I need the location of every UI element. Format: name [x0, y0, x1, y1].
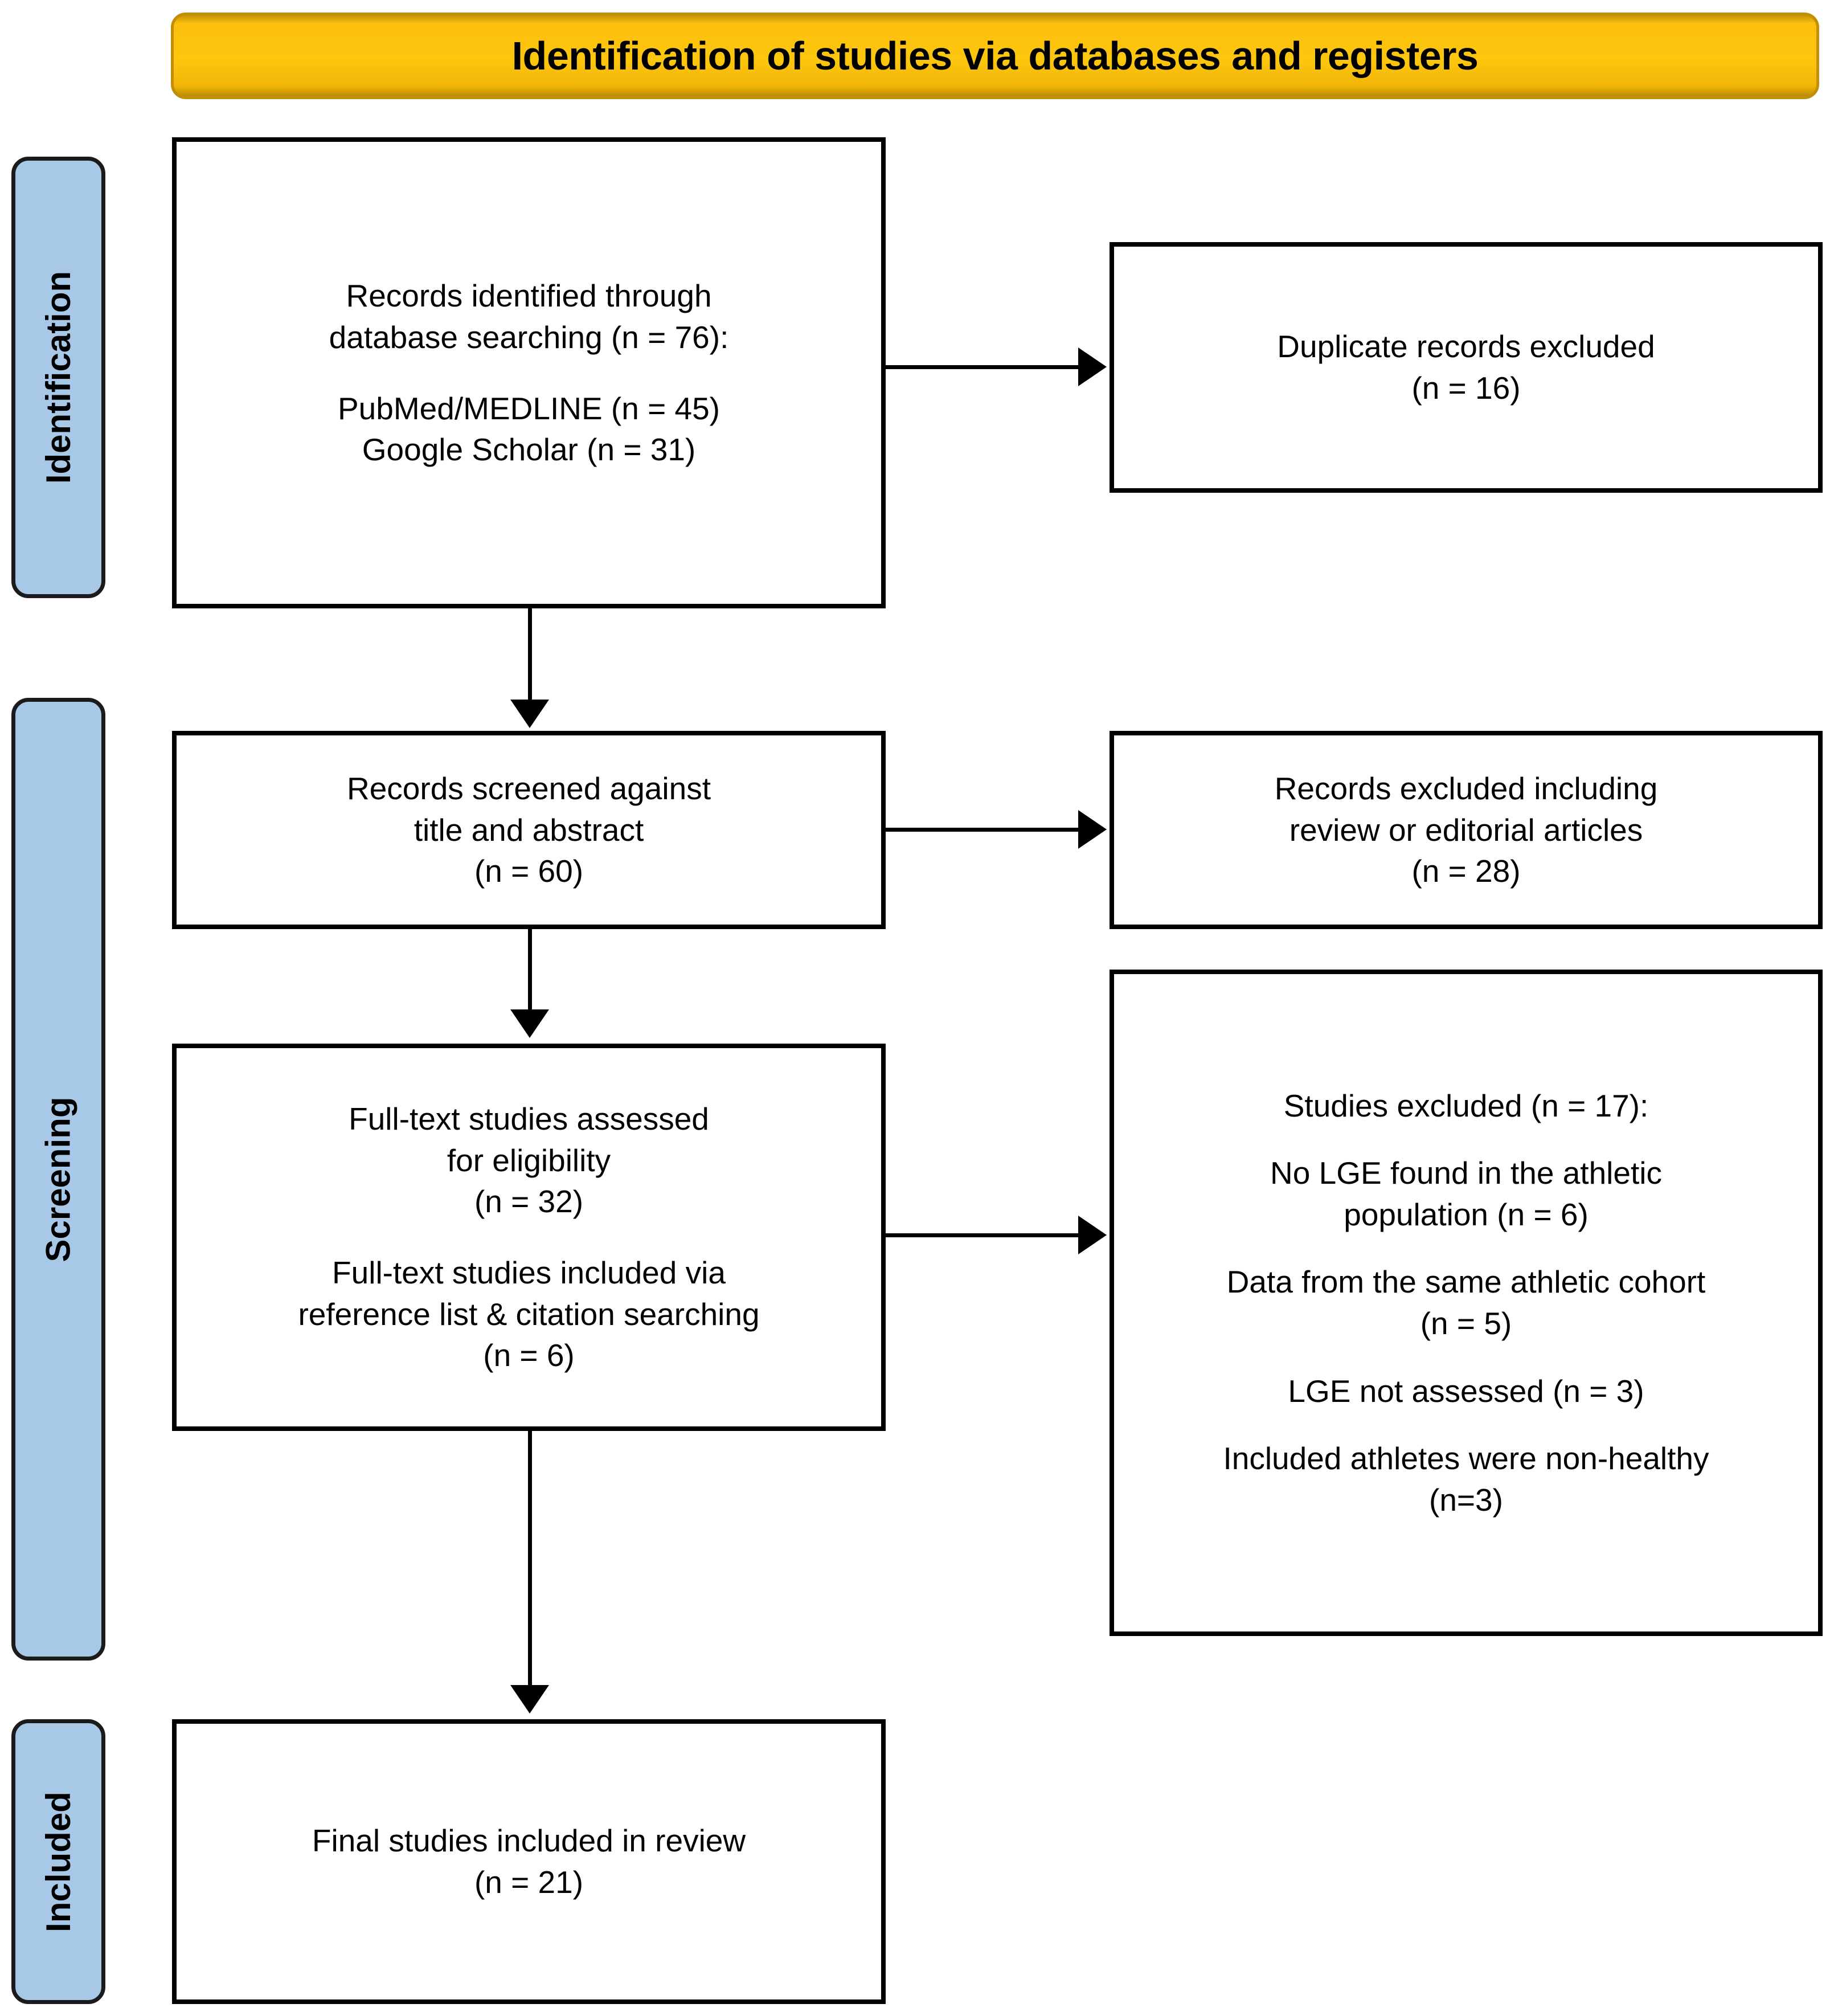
box-studies-excluded-line1: Studies excluded (n = 17): [1283, 1087, 1649, 1123]
arrow-right-icon [1078, 347, 1107, 386]
arrow-down-icon [510, 1009, 549, 1038]
box-records-identified: Records identified through database sear… [172, 137, 886, 608]
arrow-down-icon [510, 1685, 549, 1714]
box-duplicate-records-excluded-line1: Duplicate records excluded (n = 16) [1277, 329, 1655, 406]
box-fulltext-assessed-line2: Full-text studies included via reference… [298, 1255, 760, 1373]
arrow-line [886, 828, 1082, 832]
box-records-identified-line2: PubMed/MEDLINE (n = 45) Google Scholar (… [338, 390, 720, 468]
box-studies-excluded-line2: No LGE found in the athletic population … [1270, 1155, 1662, 1232]
arrow-down-icon [510, 700, 549, 728]
arrow-line [528, 608, 532, 705]
box-records-screened-line1: Records screened against title and abstr… [347, 771, 711, 889]
box-fulltext-assessed: Full-text studies assessed for eligibili… [172, 1044, 886, 1431]
stage-label-included-text: Included [39, 1791, 77, 1932]
arrow-right-icon [1078, 1216, 1107, 1254]
arrow-line [528, 929, 532, 1015]
box-duplicate-records-excluded: Duplicate records excluded (n = 16) [1110, 242, 1823, 493]
arrow-line [886, 1233, 1082, 1237]
page-title: Identification of studies via databases … [511, 34, 1479, 78]
stage-label-identification: Identification [11, 157, 105, 598]
box-records-identified-line1: Records identified through database sear… [329, 278, 729, 355]
box-studies-excluded-line3: Data from the same athletic cohort (n = … [1226, 1264, 1706, 1341]
arrow-line [886, 365, 1082, 369]
stage-label-identification-text: Identification [39, 271, 77, 484]
box-studies-excluded: Studies excluded (n = 17): No LGE found … [1110, 970, 1823, 1636]
box-records-screened: Records screened against title and abstr… [172, 731, 886, 929]
box-records-excluded-line1: Records excluded including review or edi… [1274, 771, 1658, 889]
box-final-included-line1: Final studies included in review (n = 21… [312, 1823, 746, 1900]
stage-label-screening: Screening [11, 698, 105, 1661]
diagram-header-banner: Identification of studies via databases … [171, 13, 1819, 99]
arrow-line [528, 1431, 532, 1690]
stage-label-included: Included [11, 1719, 105, 2004]
box-studies-excluded-line5: Included athletes were non-healthy (n=3) [1223, 1441, 1709, 1518]
box-studies-excluded-line4: LGE not assessed (n = 3) [1288, 1373, 1644, 1409]
box-final-included: Final studies included in review (n = 21… [172, 1719, 886, 2004]
box-records-excluded: Records excluded including review or edi… [1110, 731, 1823, 929]
box-fulltext-assessed-line1: Full-text studies assessed for eligibili… [349, 1101, 709, 1220]
arrow-right-icon [1078, 810, 1107, 849]
stage-label-screening-text: Screening [39, 1096, 78, 1262]
